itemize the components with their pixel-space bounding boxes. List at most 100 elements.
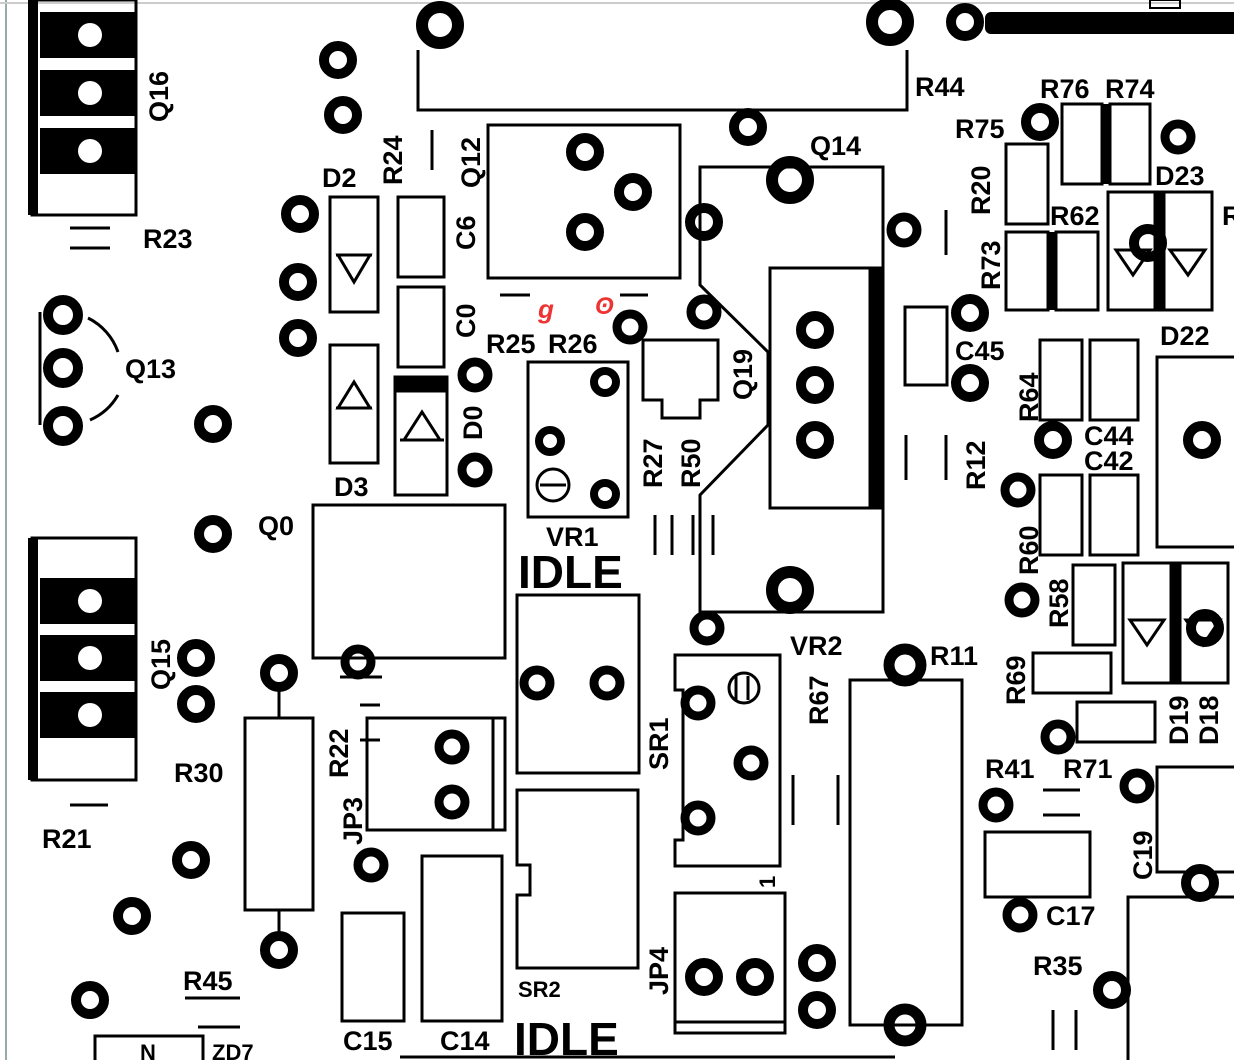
label-q19: Q19 <box>728 349 758 400</box>
label-r60: R60 <box>1014 525 1044 575</box>
label-r24: R24 <box>378 135 408 185</box>
label-d0: D0 <box>458 405 488 440</box>
label-r22: R22 <box>324 728 354 778</box>
label-r25: R25 <box>486 329 536 359</box>
label-r62: R62 <box>1050 201 1100 231</box>
label-c15: C15 <box>343 1026 393 1056</box>
c42-capacitor <box>1088 473 1140 557</box>
r64-resistor <box>1038 338 1084 422</box>
q16-transistor <box>28 0 138 217</box>
label-d3: D3 <box>334 472 369 502</box>
label-d18: D18 <box>1194 695 1224 745</box>
label-vr2: VR2 <box>790 631 843 661</box>
label-r58: R58 <box>1044 578 1074 628</box>
r62-resistor <box>1054 230 1100 312</box>
c0-capacitor <box>396 285 446 369</box>
label-idle-top: IDLE <box>518 546 623 598</box>
r60-resistor <box>1038 473 1084 557</box>
label-c19: C19 <box>1128 830 1158 880</box>
q14-transistor <box>698 156 885 614</box>
red-scribble-1: ɡ <box>537 294 554 324</box>
r74-resistor <box>1108 102 1152 186</box>
label-c14: C14 <box>440 1026 490 1056</box>
q12-transistor <box>486 123 682 280</box>
label-vr1: VR1 <box>546 522 599 552</box>
q15-transistor <box>28 536 138 782</box>
label-c17: C17 <box>1046 901 1096 931</box>
r71-resistor <box>1075 700 1157 744</box>
q0-transistor <box>311 503 507 660</box>
sr2-relay <box>515 788 640 970</box>
jp3-jumper <box>365 716 507 832</box>
label-c42: C42 <box>1084 446 1134 476</box>
label-q15: Q15 <box>146 639 176 690</box>
label-r74: R74 <box>1105 74 1155 104</box>
label-r12: R12 <box>961 440 991 490</box>
label-r26: R26 <box>548 329 598 359</box>
label-q14: Q14 <box>810 131 861 161</box>
label-d19: D19 <box>1164 695 1194 745</box>
r30-resistor <box>243 654 315 969</box>
label-r50: R50 <box>676 438 706 488</box>
label-r64: R64 <box>1014 372 1044 422</box>
d0-diode <box>393 375 449 497</box>
d2-diode <box>328 195 380 314</box>
label-r73: R73 <box>976 240 1006 290</box>
label-idle-bottom: IDLE <box>514 1013 619 1060</box>
c17-capacitor <box>983 830 1092 899</box>
label-r35: R35 <box>1033 951 1083 981</box>
c15-capacitor <box>340 911 406 1023</box>
label-q12: Q12 <box>456 137 486 188</box>
label-r20: R20 <box>966 165 996 215</box>
label-r21: R21 <box>42 824 92 854</box>
d22-diode <box>1155 355 1234 549</box>
label-zd7: ZD7 <box>212 1040 254 1060</box>
label-pin1: 1 <box>755 876 780 888</box>
r69-resistor <box>1031 651 1113 695</box>
label-jp3: JP3 <box>338 797 368 845</box>
sr1-relay <box>515 593 641 775</box>
label-d23: D23 <box>1155 161 1205 191</box>
vr1-trimpot <box>526 360 630 519</box>
vr2-trimpot <box>673 653 782 868</box>
c45-capacitor <box>903 305 949 387</box>
label-q13: Q13 <box>125 354 176 384</box>
label-c45: C45 <box>955 336 1005 366</box>
label-r41: R41 <box>985 754 1035 784</box>
label-c0: C0 <box>451 303 481 338</box>
red-scribble-2: ʘ <box>595 293 614 320</box>
d23-diode-pair <box>1106 190 1214 312</box>
c44-capacitor-pad <box>1088 338 1140 422</box>
label-r44: R44 <box>915 72 965 102</box>
label-d2: D2 <box>322 163 357 193</box>
c14-capacitor <box>420 854 504 1023</box>
label-r75: R75 <box>955 114 1005 144</box>
r20-resistor <box>1004 142 1050 226</box>
label-q16: Q16 <box>144 71 174 122</box>
label-r-partial: R <box>1222 201 1234 231</box>
label-zd-n: N <box>140 1040 156 1060</box>
r58-resistor <box>1071 563 1117 647</box>
zd7-outline <box>93 1034 205 1060</box>
label-r27: R27 <box>638 438 668 488</box>
q19-transistor <box>641 338 720 420</box>
c6-capacitor <box>396 195 446 279</box>
d19-d18-diodes <box>1121 561 1230 685</box>
q13-transistor <box>38 295 120 446</box>
label-c6: C6 <box>451 215 481 250</box>
label-c44: C44 <box>1084 421 1134 451</box>
label-r67: R67 <box>804 675 834 725</box>
label-r71: R71 <box>1063 754 1113 784</box>
label-jp4: JP4 <box>644 947 674 995</box>
label-r45: R45 <box>183 966 233 996</box>
label-q0: Q0 <box>258 511 294 541</box>
label-d22: D22 <box>1160 321 1210 351</box>
label-sr2: SR2 <box>518 977 561 1002</box>
label-r23: R23 <box>143 224 193 254</box>
label-r69: R69 <box>1001 655 1031 705</box>
d3-diode <box>328 343 380 465</box>
label-r11: R11 <box>930 641 978 671</box>
r11-resistor <box>848 643 964 1047</box>
jp4-jumper <box>673 891 787 1035</box>
